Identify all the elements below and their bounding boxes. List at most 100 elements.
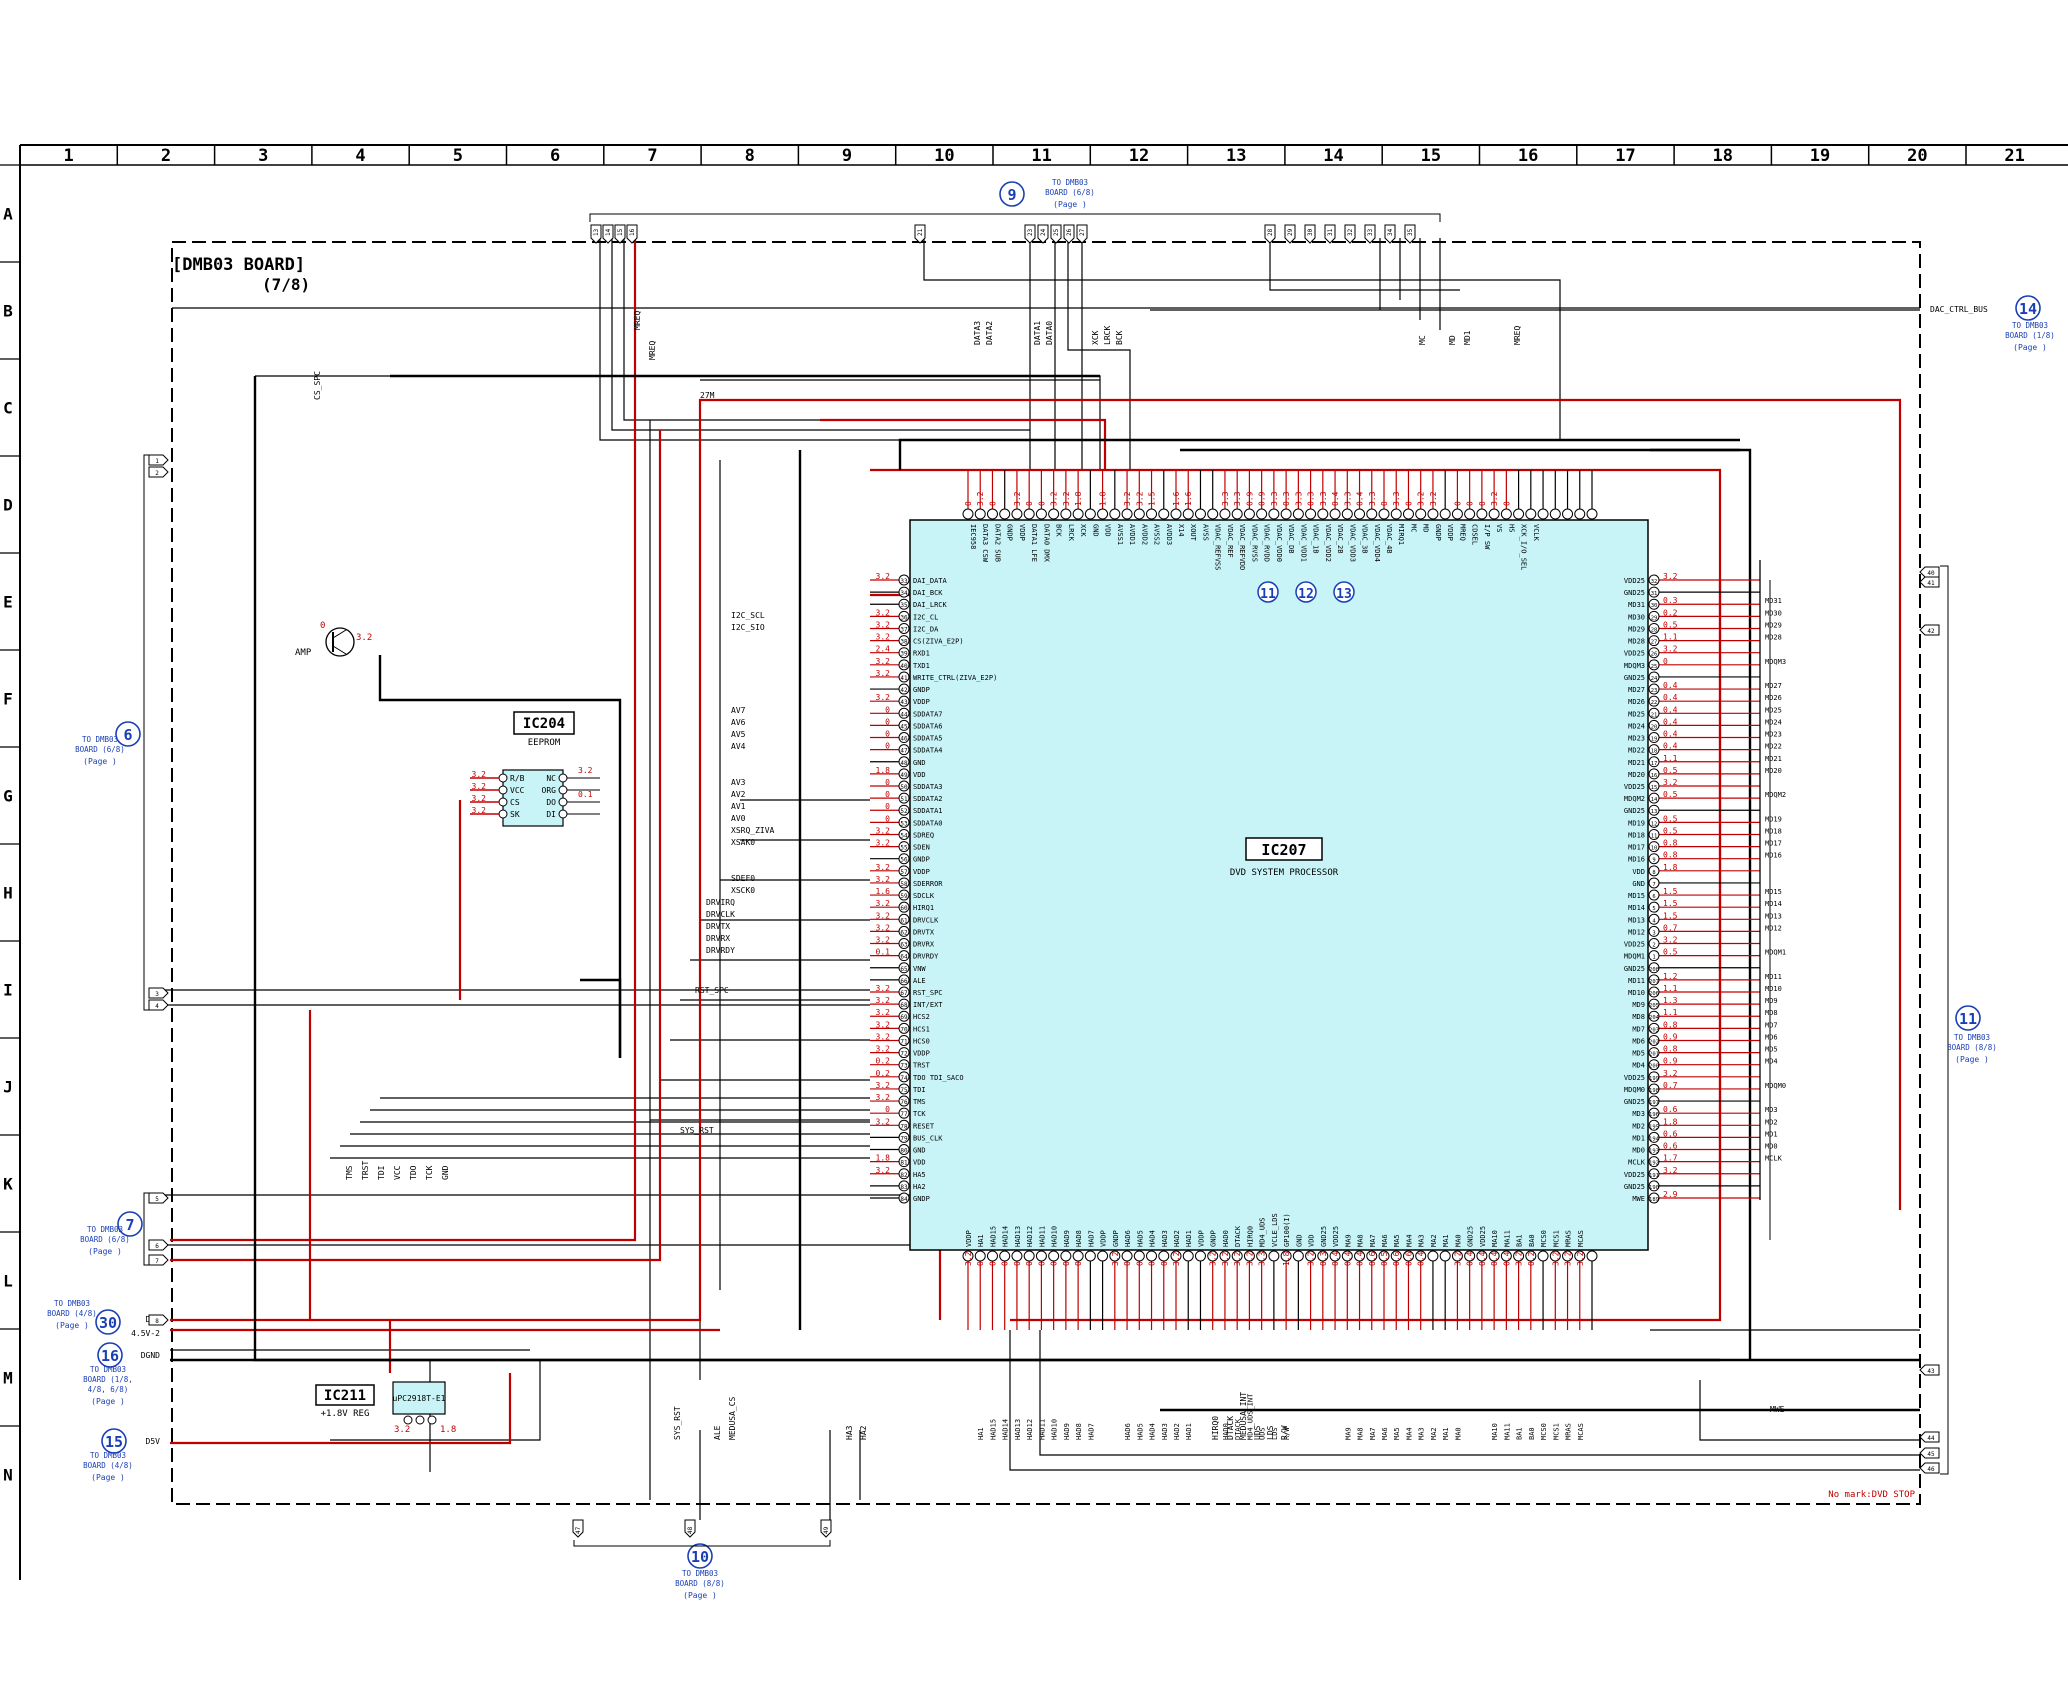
net-label: HIRQ0: [1211, 1416, 1220, 1440]
pin-name: MA11: [1503, 1230, 1511, 1247]
net-label: MA7: [1369, 1427, 1377, 1440]
pin-number: 41: [900, 675, 908, 682]
net-label: MD16: [1765, 852, 1782, 860]
pin-number: 65: [900, 966, 908, 973]
row-label: M: [3, 1369, 13, 1388]
pin-name: MD7: [1632, 1025, 1645, 1033]
pin-name: VDDP: [913, 698, 930, 706]
connector-pin-number: 13: [593, 228, 600, 236]
board-page: (7/8): [262, 275, 310, 294]
pin-number: 203: [1649, 1027, 1659, 1033]
pin-name: MD11: [1628, 977, 1645, 985]
pin-name: VDD25: [1624, 1171, 1645, 1179]
pin-marker: [898, 938, 910, 950]
connector-pin-number: 34: [1387, 228, 1394, 236]
pin-name: VDAC_VDD2: [1324, 524, 1332, 562]
pin-name: MCS1: [1552, 1230, 1560, 1247]
pin-marker: [1648, 1131, 1660, 1143]
pin-number: 197: [1649, 1100, 1659, 1106]
pin-marker: [898, 1059, 910, 1071]
wire: [611, 238, 1030, 431]
net-label: MD23: [1765, 731, 1782, 739]
pin-marker: [1146, 508, 1158, 520]
pin-marker: [999, 1250, 1011, 1262]
pin-name: GNDP: [913, 856, 930, 864]
pin-marker: [1537, 1250, 1549, 1262]
pin-voltage: 3.2: [876, 1117, 891, 1126]
pin-marker: [1243, 1250, 1255, 1262]
connector-pin-number: 44: [1927, 1435, 1935, 1442]
pin-name: HA2: [913, 1183, 926, 1191]
pin-number: 6: [1652, 894, 1655, 900]
pin-voltage: 3.3: [1258, 1251, 1267, 1266]
pin-voltage: 1.6: [1172, 491, 1181, 506]
pin-voltage: 3.2: [578, 766, 593, 775]
pin-name: MD26: [1628, 698, 1645, 706]
pin-name: HAD15: [989, 1226, 997, 1247]
pin-voltage: 0.6: [1368, 1251, 1377, 1266]
pin-name: GND25: [1624, 807, 1645, 815]
connector-7-text: TO DMB03: [87, 1225, 123, 1234]
pin-marker: [1415, 1250, 1427, 1262]
pin-name: VDD25: [1624, 783, 1645, 791]
pin-voltage: 3.2: [876, 620, 891, 629]
pin-number: 2: [1652, 943, 1655, 949]
connector-6-number: 6: [123, 726, 132, 744]
pin-marker: [1170, 1250, 1182, 1262]
wire: [1269, 238, 1460, 291]
pin-name: MD12: [1628, 928, 1645, 936]
pin-name: GP100(I): [1283, 1213, 1291, 1247]
pin-marker: [1648, 925, 1660, 937]
connector-9-text: BOARD (6/8): [1045, 188, 1095, 197]
pin-name: MD30: [1628, 613, 1645, 621]
pin-voltage: 1.1: [1663, 754, 1678, 763]
pin-number: 1: [1652, 955, 1655, 961]
net-label: MD1: [1765, 1130, 1778, 1138]
pin-voltage: 3.2: [964, 1251, 973, 1266]
pin-number: 202: [1649, 1039, 1659, 1045]
pin-marker: [1194, 508, 1206, 520]
pin-name: DAI_BCK: [913, 589, 943, 597]
connector-9-number: 9: [1007, 186, 1016, 204]
row-label: N: [3, 1466, 13, 1485]
net-label: MD1: [1463, 330, 1472, 345]
net-label: MA0: [1454, 1427, 1462, 1440]
pin-name: MCS0: [1540, 1230, 1548, 1247]
pin-voltage: 0.8: [1663, 1045, 1678, 1054]
pin-marker: [1023, 1250, 1035, 1262]
pin-voltage: 3.2: [1663, 645, 1678, 654]
pin-marker: [1084, 508, 1096, 520]
pin-marker: [898, 647, 910, 659]
net-label: DRVIRQ: [706, 898, 735, 907]
pin-voltage: 0: [885, 778, 890, 787]
pin-marker: [898, 622, 910, 634]
pin-marker: [898, 1156, 910, 1168]
pin-number: 19: [1651, 737, 1658, 743]
net-label: MA4: [1405, 1427, 1413, 1440]
pin-marker: [558, 773, 568, 783]
pin-voltage: 0.4: [1417, 1251, 1426, 1266]
pin-marker: [1648, 1119, 1660, 1131]
pin-name: MD10: [1628, 989, 1645, 997]
pin-voltage: 0: [885, 802, 890, 811]
net-label: MA8: [1357, 1427, 1365, 1440]
net-label: MD0: [1765, 1143, 1778, 1151]
pin-voltage: 3.2: [876, 899, 891, 908]
pin-name: HAD4: [1149, 1230, 1157, 1247]
row-label: L: [3, 1272, 13, 1291]
pin-marker: [1329, 508, 1341, 520]
pin-voltage: 0.6: [1663, 1129, 1678, 1138]
pin-voltage: 3.2: [876, 911, 891, 920]
pin-number: 49: [900, 772, 908, 779]
connector-pin-number: 41: [1927, 580, 1935, 587]
pin-name: AVSS2: [1153, 524, 1161, 545]
pin-number: 9: [1652, 858, 1655, 864]
pin-number: 198: [1649, 1088, 1659, 1094]
net-label: UDS: [1253, 1425, 1262, 1440]
net-label: MD26: [1765, 694, 1782, 702]
pin-name: HAD11: [1038, 1226, 1046, 1247]
pin-voltage: 3.2: [876, 1081, 891, 1090]
connector-6-text: BOARD (6/8): [75, 745, 125, 754]
pin-name: VS: [1495, 524, 1503, 532]
